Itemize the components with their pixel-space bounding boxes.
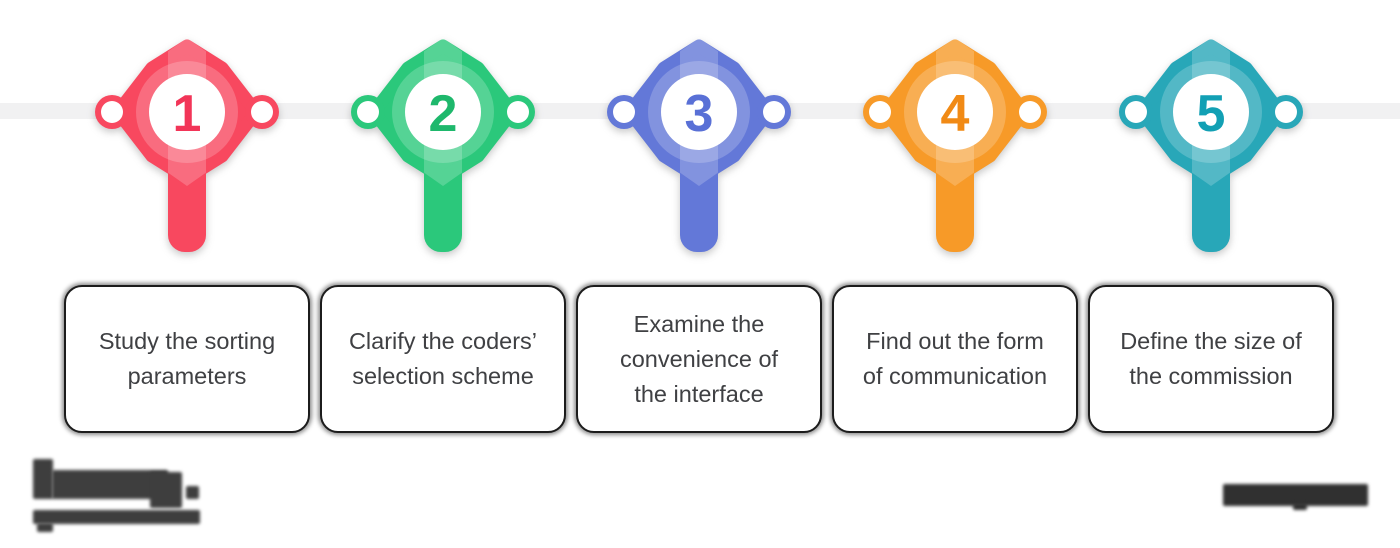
step-3-card: Examine the convenience of the interface	[576, 285, 822, 433]
connector-dot-right	[1275, 101, 1297, 123]
step-4: 4 Find out the form of communication	[832, 20, 1078, 433]
blurred-logo-left-part	[52, 470, 168, 499]
blurred-logo-left-part	[150, 472, 182, 508]
step-3-badge: 3	[607, 38, 791, 252]
step-3-card-text: Examine the convenience of the interface	[619, 310, 779, 407]
step-number: 5	[1197, 85, 1226, 143]
connector-dot-left	[869, 101, 891, 123]
blurred-logo-left-part	[186, 486, 199, 499]
step-5-card: Define the size of the commission	[1088, 285, 1334, 433]
step-2-badge: 2	[351, 38, 535, 252]
connector-dot-right	[763, 101, 785, 123]
connector-dot-right	[1019, 101, 1041, 123]
blurred-logo-left-tagline	[33, 510, 200, 524]
number-circle	[917, 74, 993, 150]
step-4-card: Find out the form of communication	[832, 285, 1078, 433]
step-5-card-text: Define the size of the commission	[1120, 328, 1302, 389]
step-1-card: Study the sorting parameters	[64, 285, 310, 433]
connector-dot-left	[613, 101, 635, 123]
number-circle	[149, 74, 225, 150]
step-4-card-text: Find out the form of communication	[862, 328, 1048, 389]
number-circle	[405, 74, 481, 150]
blurred-logo-right-part	[1223, 484, 1368, 506]
step-number: 4	[941, 85, 970, 143]
blurred-logo-right-part	[1293, 503, 1307, 510]
step-2-card: Clarify the coders’ selection scheme	[320, 285, 566, 433]
step-1-card-text: Study the sorting parameters	[98, 328, 276, 389]
connector-dot-left	[1125, 101, 1147, 123]
connector-dot-left	[357, 101, 379, 123]
connector-dot-left	[101, 101, 123, 123]
number-circle	[661, 74, 737, 150]
step-number: 1	[173, 85, 202, 143]
number-circle	[1173, 74, 1249, 150]
step-4-badge: 4	[863, 38, 1047, 252]
connector-dot-right	[251, 101, 273, 123]
step-number: 2	[429, 85, 458, 143]
step-number: 3	[685, 85, 714, 143]
connector-dot-right	[507, 101, 529, 123]
step-1-badge: 1	[95, 38, 279, 252]
step-1: 1 Study the sorting parameters	[64, 20, 310, 433]
step-2-card-text: Clarify the coders’ selection scheme	[348, 328, 538, 389]
step-5-badge: 5	[1119, 38, 1303, 252]
blurred-logo-left-tagline-part	[37, 523, 53, 532]
step-5: 5 Define the size of the commission	[1088, 20, 1334, 433]
blurred-logo-left-part	[33, 459, 53, 499]
step-2: 2 Clarify the coders’ selection scheme	[320, 20, 566, 433]
step-3: 3 Examine the convenience of the interfa…	[576, 20, 822, 433]
